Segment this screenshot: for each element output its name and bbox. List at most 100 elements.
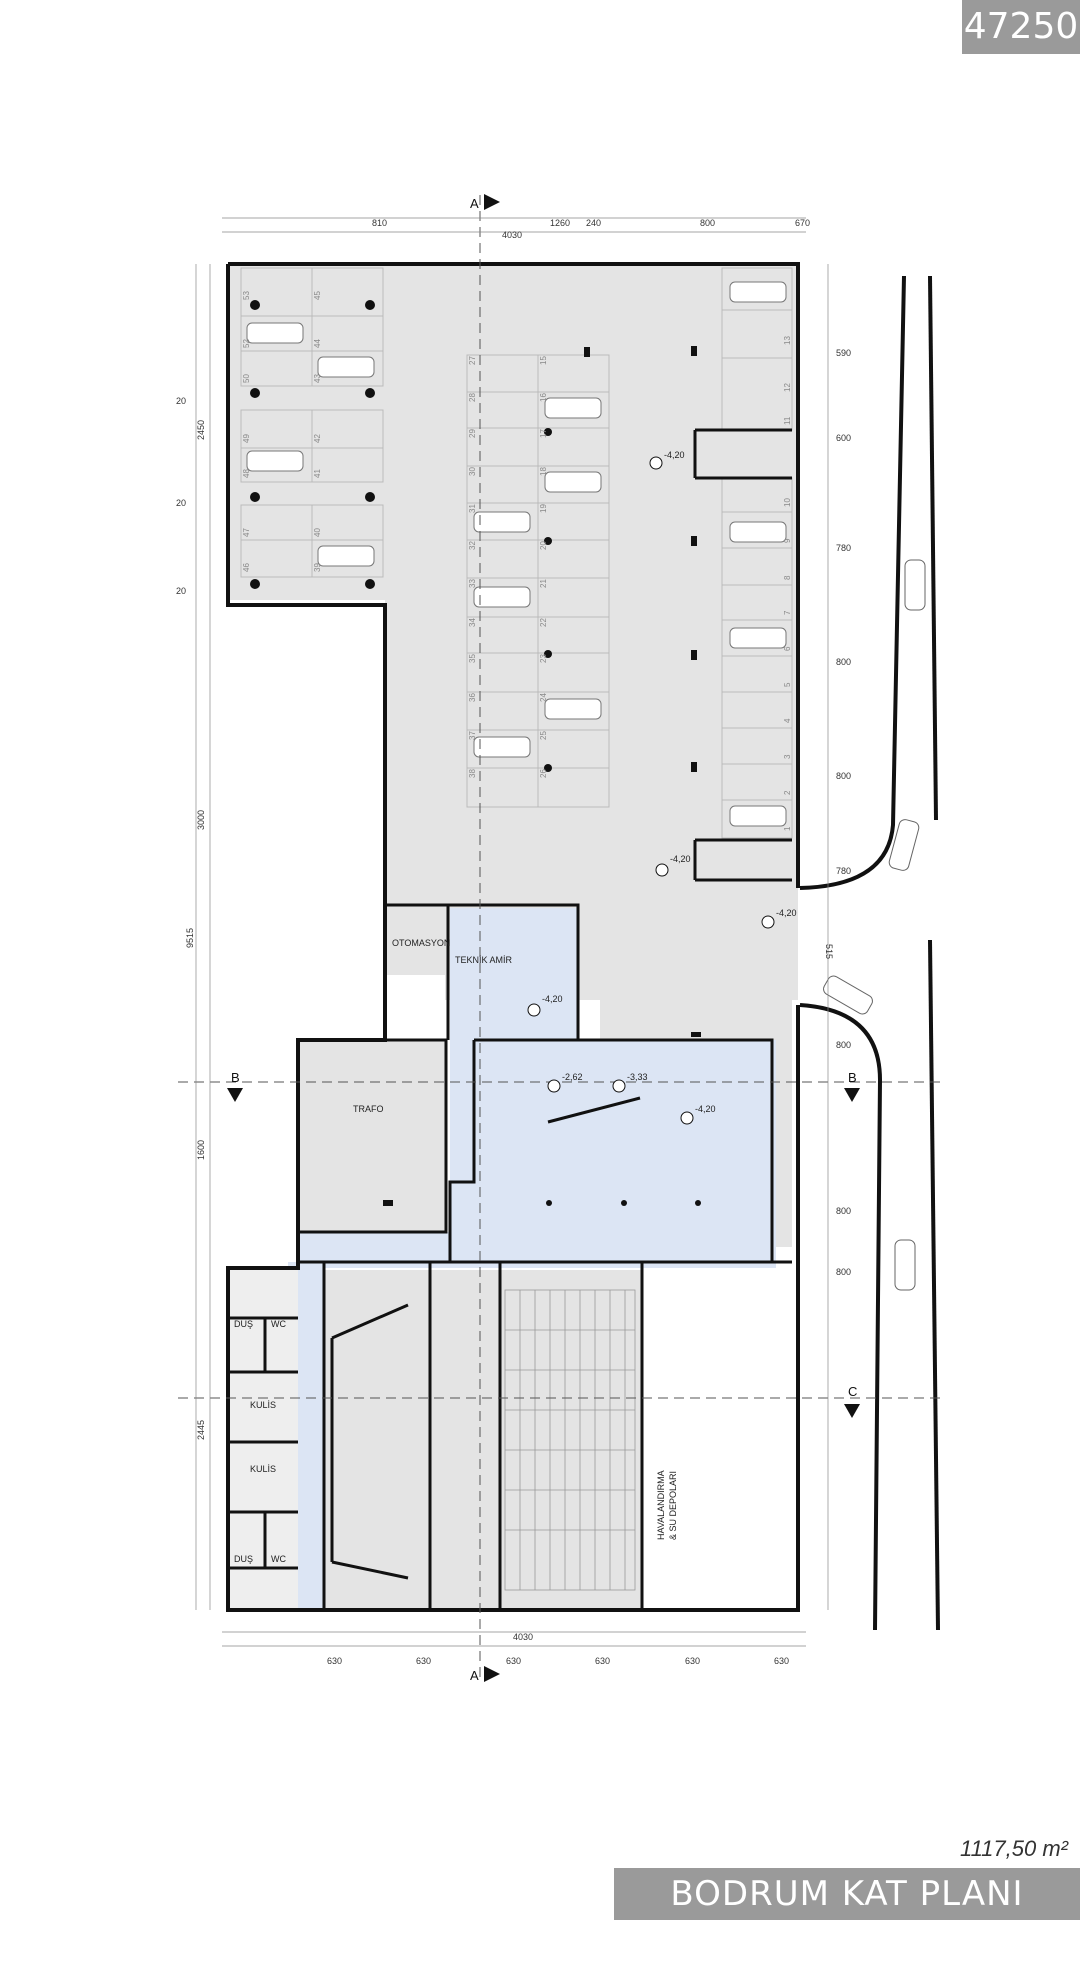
svg-text:22: 22 [539, 618, 548, 627]
svg-text:39: 39 [313, 563, 322, 572]
level-3: -4,20 [776, 908, 797, 918]
svg-text:37: 37 [468, 731, 477, 740]
dim-left-3000: 3000 [196, 810, 206, 830]
dim-top-670: 670 [795, 218, 810, 228]
dim-right-600: 600 [836, 433, 851, 443]
svg-text:28: 28 [468, 393, 477, 402]
room-wc-bottom: WC [271, 1554, 286, 1564]
exterior-walls [226, 262, 800, 1612]
dim-right-800b: 800 [836, 771, 851, 781]
svg-text:35: 35 [468, 654, 477, 663]
svg-text:34: 34 [468, 618, 477, 627]
dim-left-2445: 2445 [196, 1420, 206, 1440]
svg-text:26: 26 [539, 769, 548, 778]
svg-text:5: 5 [783, 682, 792, 687]
room-kulis-2: KULİS [250, 1464, 276, 1474]
svg-text:12: 12 [783, 383, 792, 392]
svg-text:29: 29 [468, 429, 477, 438]
svg-text:32: 32 [468, 541, 477, 550]
dim-right-800e: 800 [836, 1267, 851, 1277]
room-havalandirma-2: & SU DEPOLARI [668, 1471, 678, 1540]
dim-right-800a: 800 [836, 657, 851, 667]
dim-right-800c: 800 [836, 1040, 851, 1050]
dim-left-20c: 20 [176, 586, 186, 596]
dim-bottom-3: 630 [506, 1656, 521, 1666]
room-dus-bottom: DUŞ [234, 1554, 253, 1564]
parking-numbers-middle: 27 15 28 16 29 17 30 18 31 19 32 20 33 2… [468, 356, 548, 778]
level-markers: -4,20 -4,20 -4,20 -4,20 -2,62 -3,33 -4,2… [527, 450, 797, 1125]
svg-text:16: 16 [539, 393, 548, 402]
parking-numbers-right: 13 12 11 10 9 8 7 6 5 4 3 2 1 [783, 336, 792, 831]
dim-bottom-6: 630 [774, 1656, 789, 1666]
structural-columns [250, 300, 701, 1206]
svg-text:2: 2 [783, 790, 792, 795]
level-2: -4,20 [670, 854, 691, 864]
svg-text:21: 21 [539, 579, 548, 588]
svg-text:41: 41 [313, 469, 322, 478]
dim-right-800d: 800 [836, 1206, 851, 1216]
svg-text:18: 18 [539, 467, 548, 476]
svg-text:23: 23 [539, 654, 548, 663]
dim-bottom-total: 4030 [513, 1632, 533, 1642]
svg-text:46: 46 [242, 563, 251, 572]
room-kulis-1: KULİS [250, 1400, 276, 1410]
dim-left-20a: 20 [176, 396, 186, 406]
sheet-number-badge: 47250 [962, 0, 1080, 54]
svg-text:42: 42 [313, 434, 322, 443]
svg-text:43: 43 [313, 374, 322, 383]
level-5: -2,62 [562, 1072, 583, 1082]
dim-left-1600: 1600 [196, 1140, 206, 1160]
interior-walls [228, 428, 792, 1610]
level-6: -3,33 [627, 1072, 648, 1082]
dim-left-2450: 2450 [196, 420, 206, 440]
auditorium-seats [504, 1289, 636, 1591]
room-trafo: TRAFO [353, 1104, 384, 1114]
section-b-left: B [231, 1070, 240, 1085]
level-4: -4,20 [542, 994, 563, 1004]
svg-text:3: 3 [783, 754, 792, 759]
dimension-texts: 810 1260 240 800 670 4030 4030 630 630 6… [176, 218, 851, 1666]
dim-bottom-4: 630 [595, 1656, 610, 1666]
svg-text:27: 27 [468, 356, 477, 365]
section-lines [178, 195, 940, 1680]
dim-top-total: 4030 [502, 230, 522, 240]
room-dus-top: DUŞ [234, 1319, 253, 1329]
section-arrows [227, 194, 860, 1682]
svg-text:15: 15 [539, 356, 548, 365]
svg-text:4: 4 [783, 718, 792, 723]
svg-text:50: 50 [242, 374, 251, 383]
dim-bottom-2: 630 [416, 1656, 431, 1666]
svg-text:11: 11 [783, 416, 792, 425]
dim-right-780b: 780 [836, 866, 851, 876]
room-labels: OTOMASYON TEKNİK AMİR TRAFO DUŞ WC KULİS… [234, 938, 678, 1564]
svg-text:7: 7 [783, 610, 792, 615]
room-wc-top: WC [271, 1319, 286, 1329]
dimension-lines [195, 217, 829, 1647]
svg-text:24: 24 [539, 693, 548, 702]
road-edges [799, 275, 940, 1631]
parking-numbers-left: 53 45 52 44 50 43 49 42 48 41 47 40 46 3… [242, 291, 322, 572]
dim-bottom-5: 630 [685, 1656, 700, 1666]
svg-text:13: 13 [783, 336, 792, 345]
svg-text:36: 36 [468, 693, 477, 702]
svg-text:53: 53 [242, 291, 251, 300]
svg-text:30: 30 [468, 467, 477, 476]
svg-text:52: 52 [242, 339, 251, 348]
section-c: C [848, 1384, 857, 1399]
section-a-bottom: A [470, 1668, 479, 1683]
dim-right-590: 590 [836, 348, 851, 358]
dim-right-515: 515 [824, 944, 834, 959]
drawing-title: BODRUM KAT PLANI 1/200 [614, 1868, 1080, 1966]
svg-text:40: 40 [313, 528, 322, 537]
svg-text:6: 6 [783, 646, 792, 651]
svg-text:25: 25 [539, 731, 548, 740]
dim-top-240: 240 [586, 218, 601, 228]
svg-text:49: 49 [242, 434, 251, 443]
level-1: -4,20 [664, 450, 685, 460]
dim-left-9515: 9515 [185, 928, 195, 948]
svg-text:1: 1 [783, 826, 792, 831]
floor-area-label: 1117,50 m² [959, 1836, 1068, 1861]
svg-text:31: 31 [468, 504, 477, 513]
dim-top-1260: 1260 [550, 218, 570, 228]
section-marker-labels: A A B B C [231, 196, 857, 1683]
